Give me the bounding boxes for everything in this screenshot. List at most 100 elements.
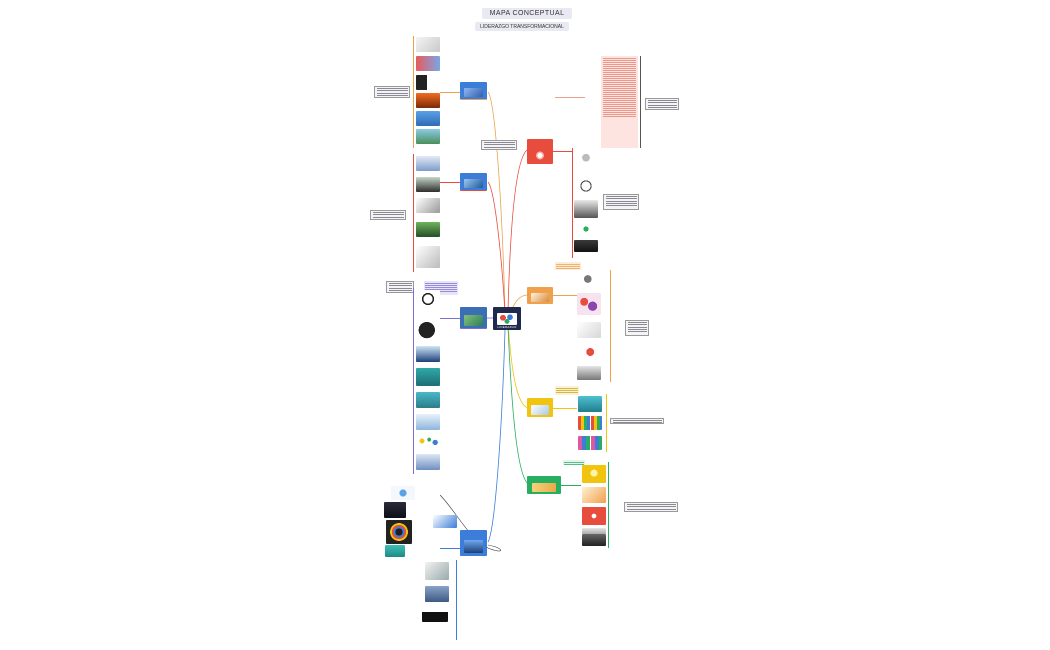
bracket-top-left	[413, 36, 414, 148]
thumb-team-chart	[416, 156, 440, 171]
thumb-gray-hands	[582, 528, 606, 534]
note-left-red	[370, 210, 406, 220]
thumb-scales	[574, 176, 598, 196]
central-node[interactable]: LIDERAZGO	[493, 307, 521, 330]
laptop-illustration	[530, 405, 550, 415]
thumb-dark-board	[574, 240, 598, 252]
thumb-teal-meeting	[578, 396, 602, 412]
branch-node-right-orange[interactable]	[527, 287, 553, 304]
people-group-illustration	[532, 482, 556, 492]
thumb-businessman	[416, 177, 440, 192]
thumb-city-people	[416, 346, 440, 362]
bracket-left-red	[413, 154, 414, 272]
loop-connector	[439, 494, 502, 552]
connector-bottom-left	[440, 548, 460, 549]
thumb-team-dark	[582, 534, 606, 546]
note-right-yellow	[610, 418, 664, 424]
team-illustration	[464, 179, 483, 188]
thumb-colored-people	[578, 436, 602, 450]
handshake-illustration	[464, 88, 483, 97]
meeting-illustration	[464, 315, 483, 326]
note-center-top	[481, 140, 517, 150]
thumb-red-heart	[582, 507, 606, 525]
thumb-colored-circles	[416, 434, 440, 448]
text-panel-right-red-2	[555, 96, 585, 99]
connector-right-green	[561, 485, 581, 486]
branch-connector-green	[507, 325, 529, 485]
thumb-figures-gray	[425, 562, 449, 580]
connector-right-red	[553, 151, 573, 152]
thumb-3d-figure	[574, 150, 598, 172]
text-panel-right-red-1	[601, 56, 638, 148]
thumb-figure-walking	[416, 246, 440, 268]
thumb-social-media	[386, 520, 412, 544]
thumb-gears	[577, 272, 601, 286]
note-top-left	[374, 86, 410, 98]
leader-illustration	[464, 539, 483, 553]
branch-node-bottom-left[interactable]	[460, 530, 487, 556]
branch-connector-yellow	[507, 321, 529, 409]
thumb-teal-scene	[416, 368, 440, 386]
thumb-ideas	[416, 414, 440, 430]
puzzle-illustration	[530, 293, 550, 302]
thumb-network-people	[391, 486, 415, 500]
text-panel-right-orange	[555, 262, 581, 270]
thumb-brain-icon	[416, 290, 440, 308]
note-right-red-top	[645, 98, 679, 110]
thumb-hands	[416, 198, 440, 213]
connector-left-red	[440, 182, 460, 183]
thumb-group-photo	[577, 366, 601, 380]
branch-node-left-red[interactable]	[460, 173, 487, 191]
thumb-meeting-green	[416, 222, 440, 237]
connector-left-purple	[440, 318, 460, 319]
note-right-green	[624, 502, 678, 512]
bracket-right-orange	[610, 270, 611, 382]
bracket-right-green	[608, 462, 609, 548]
note-left-purple	[386, 281, 414, 293]
thumb-colorful-figures	[577, 293, 601, 315]
thumb-bw-people	[574, 200, 598, 218]
network-illustration	[497, 312, 517, 325]
branch-connector-red	[507, 149, 528, 313]
thumb-group-discussion	[416, 454, 440, 470]
branch-node-right-red[interactable]	[527, 139, 553, 164]
map-subtitle: LIDERAZGO TRANSFORMACIONAL	[475, 22, 569, 31]
thumb-crowd-silhouette	[422, 605, 448, 622]
thumb-yellow-lightbulb	[582, 465, 606, 483]
thumb-head-silhouette	[416, 318, 440, 340]
branch-node-top-left[interactable]	[460, 82, 487, 100]
text-panel-right-yellow	[555, 386, 579, 395]
branch-node-left-purple[interactable]	[460, 307, 487, 329]
branch-node-right-yellow[interactable]	[527, 398, 553, 417]
connector-top-left	[440, 92, 460, 93]
bracket-right-red-top	[640, 56, 641, 148]
bracket-right-red	[572, 148, 573, 258]
thumb-white-figures	[577, 322, 601, 338]
thumb-red-blue	[416, 56, 440, 71]
connector-right-yellow	[553, 408, 577, 409]
thumb-people	[416, 129, 440, 144]
bracket-right-yellow	[606, 394, 607, 452]
branch-connector-orange-left	[487, 91, 506, 313]
bracket-left-purple	[413, 288, 414, 474]
thumb-green-network	[574, 222, 598, 236]
connector-right-orange	[553, 295, 577, 296]
central-label: LIDERAZGO	[497, 325, 517, 329]
thumb-handshake	[416, 37, 440, 52]
thumb-heads	[416, 75, 440, 90]
branch-connector-red-left	[487, 181, 506, 315]
branch-connector-blue	[487, 329, 506, 543]
bracket-bottom	[456, 560, 457, 640]
text-panel-right-green	[563, 460, 585, 465]
thumb-red-figure	[577, 344, 601, 360]
network-illustration	[530, 148, 550, 162]
thumb-color-bars	[578, 416, 602, 430]
map-title: MAPA CONCEPTUAL	[482, 8, 572, 19]
thumb-blue-figures	[416, 111, 440, 126]
note-right-red-bottom	[603, 194, 639, 210]
thumb-small-blue	[433, 515, 457, 528]
branch-node-right-green[interactable]	[527, 476, 561, 494]
note-right-orange	[625, 320, 649, 336]
